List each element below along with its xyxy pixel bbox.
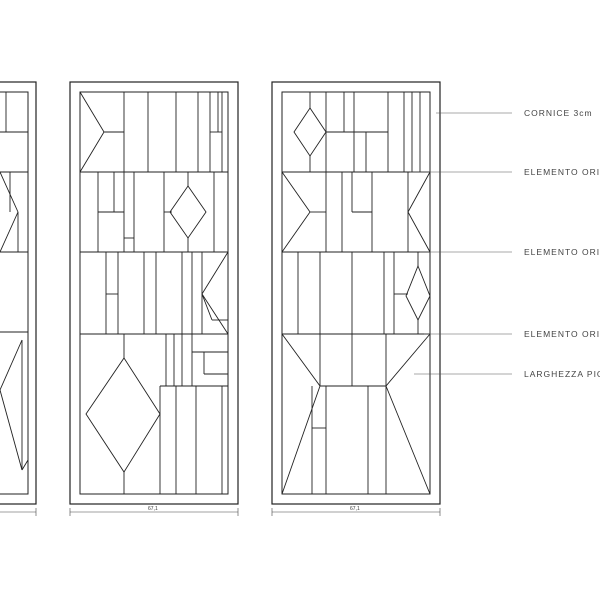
label-elemento-3: ELEMENTO ORIZ bbox=[524, 329, 600, 339]
panel-middle bbox=[69, 81, 239, 516]
label-cornice: CORNICE 3cm bbox=[524, 108, 593, 118]
label-elemento-2: ELEMENTO ORIZ bbox=[524, 247, 600, 257]
panel-right bbox=[271, 81, 441, 516]
label-elemento-1: ELEMENTO ORIZ bbox=[524, 167, 600, 177]
panel-3-dimension: 67,1 bbox=[350, 506, 360, 512]
leader-lines bbox=[410, 112, 512, 375]
label-larghezza: LARGHEZZA PIO bbox=[524, 369, 600, 379]
panel-left-partial bbox=[0, 81, 37, 516]
panel-2-dimension: 67,1 bbox=[148, 506, 158, 512]
